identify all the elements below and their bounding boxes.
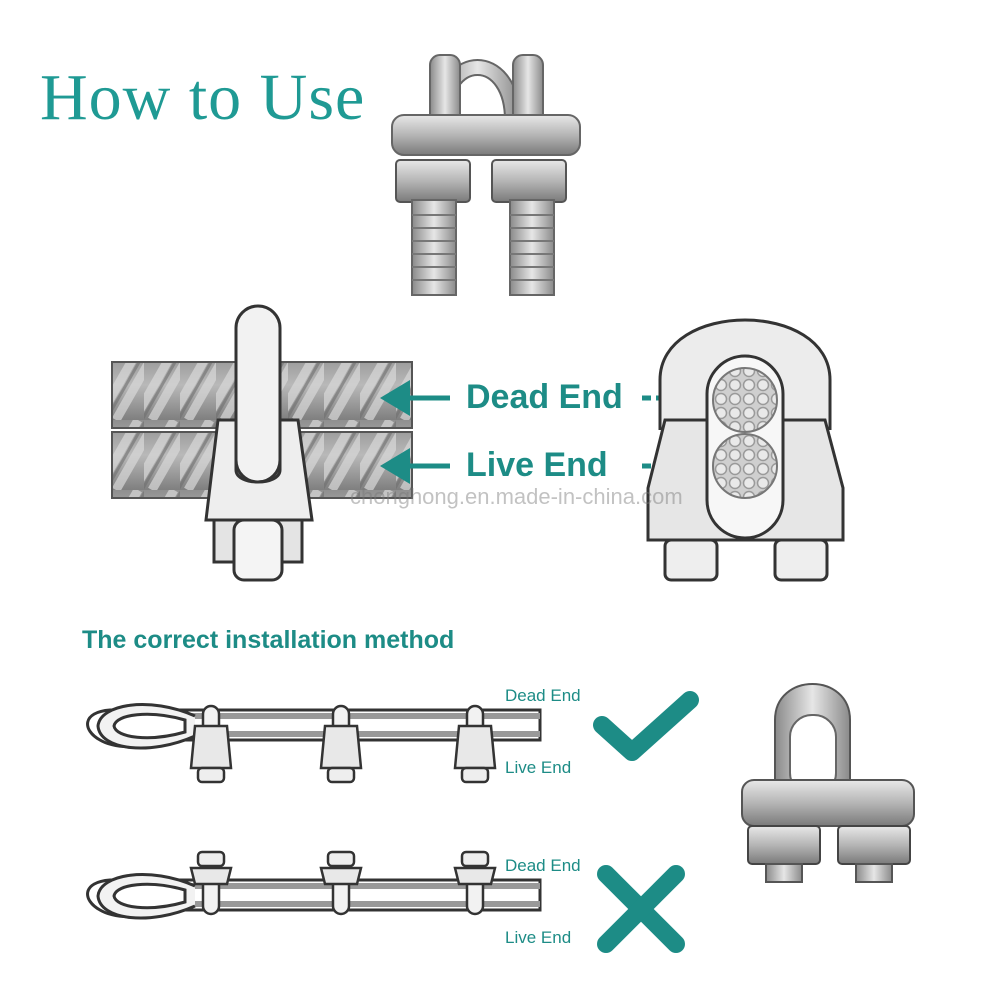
- live-end-label: Live End: [466, 446, 608, 484]
- correct-dead-end-label: Dead End: [505, 686, 581, 705]
- clip-photo-bottom: [741, 683, 915, 883]
- check-icon: [593, 691, 699, 761]
- page-title: How to Use: [40, 61, 366, 134]
- incorrect-clip-3: [453, 850, 497, 916]
- clip-photo-top: [391, 54, 581, 296]
- incorrect-clip-1: [189, 850, 233, 916]
- watermark: chonghong.en.made-in-china.com: [350, 484, 683, 509]
- correct-clip-3: [453, 704, 497, 784]
- dead-end-label: Dead End: [466, 378, 623, 416]
- correct-live-end-label: Live End: [505, 758, 572, 777]
- rope-side-view: [111, 304, 413, 582]
- correct-clip-2: [319, 704, 363, 784]
- correct-clip-1: [189, 704, 233, 784]
- correct-installation-diagram: [86, 703, 542, 784]
- incorrect-installation-diagram: [86, 850, 542, 920]
- incorrect-live-end-label: Live End: [505, 928, 572, 947]
- incorrect-clip-2: [319, 850, 363, 916]
- clip-front-view: [646, 318, 845, 582]
- cross-icon: [597, 865, 685, 953]
- installation-heading: The correct installation method: [82, 626, 455, 654]
- incorrect-dead-end-label: Dead End: [505, 856, 581, 875]
